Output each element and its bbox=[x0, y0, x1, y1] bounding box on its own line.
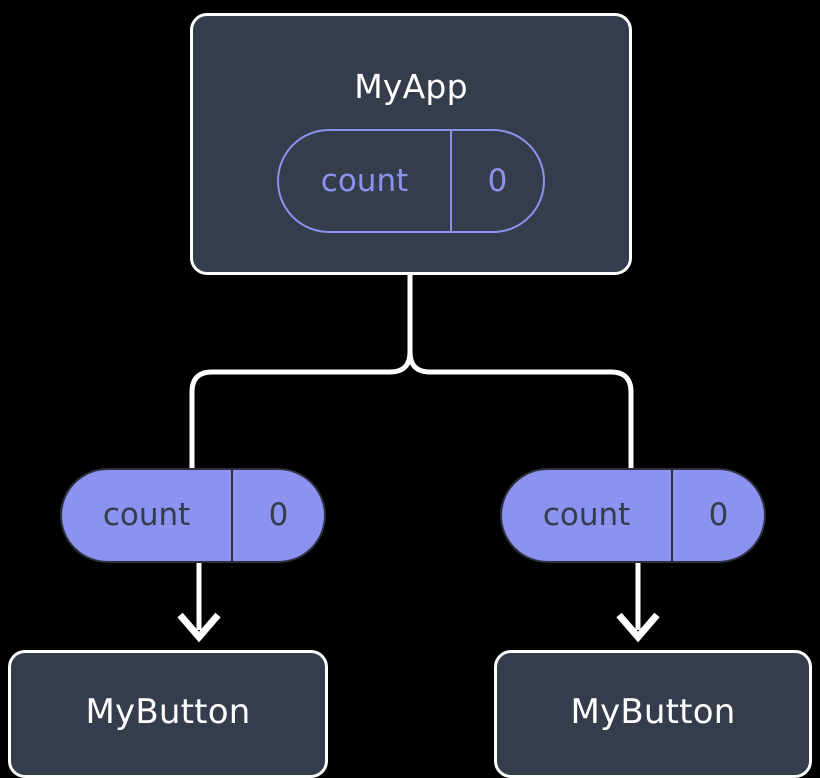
state-value-left-child: 0 bbox=[231, 470, 324, 561]
edge-root-to-right-state bbox=[407, 351, 634, 468]
state-value-myapp: 0 bbox=[450, 131, 543, 231]
arrowhead-right-button-icon bbox=[616, 612, 660, 643]
state-pill-left-child[interactable]: count 0 bbox=[60, 468, 326, 563]
state-pill-right-child[interactable]: count 0 bbox=[500, 468, 766, 563]
state-key-left-child: count bbox=[102, 497, 191, 533]
state-key-myapp: count bbox=[320, 162, 409, 199]
component-node-mybutton-left[interactable]: MyButton bbox=[8, 650, 328, 778]
edge-root-to-left-state bbox=[189, 351, 413, 468]
state-pill-myapp[interactable]: count 0 bbox=[277, 129, 545, 233]
component-label-myapp: MyApp bbox=[354, 67, 468, 106]
component-label-mybutton-right: MyButton bbox=[570, 692, 736, 732]
component-label-mybutton-left: MyButton bbox=[85, 692, 251, 732]
state-key-right-child: count bbox=[542, 497, 631, 533]
state-value-right-child: 0 bbox=[671, 470, 764, 561]
component-node-mybutton-right[interactable]: MyButton bbox=[494, 650, 812, 778]
arrowhead-left-button-icon bbox=[177, 612, 221, 643]
